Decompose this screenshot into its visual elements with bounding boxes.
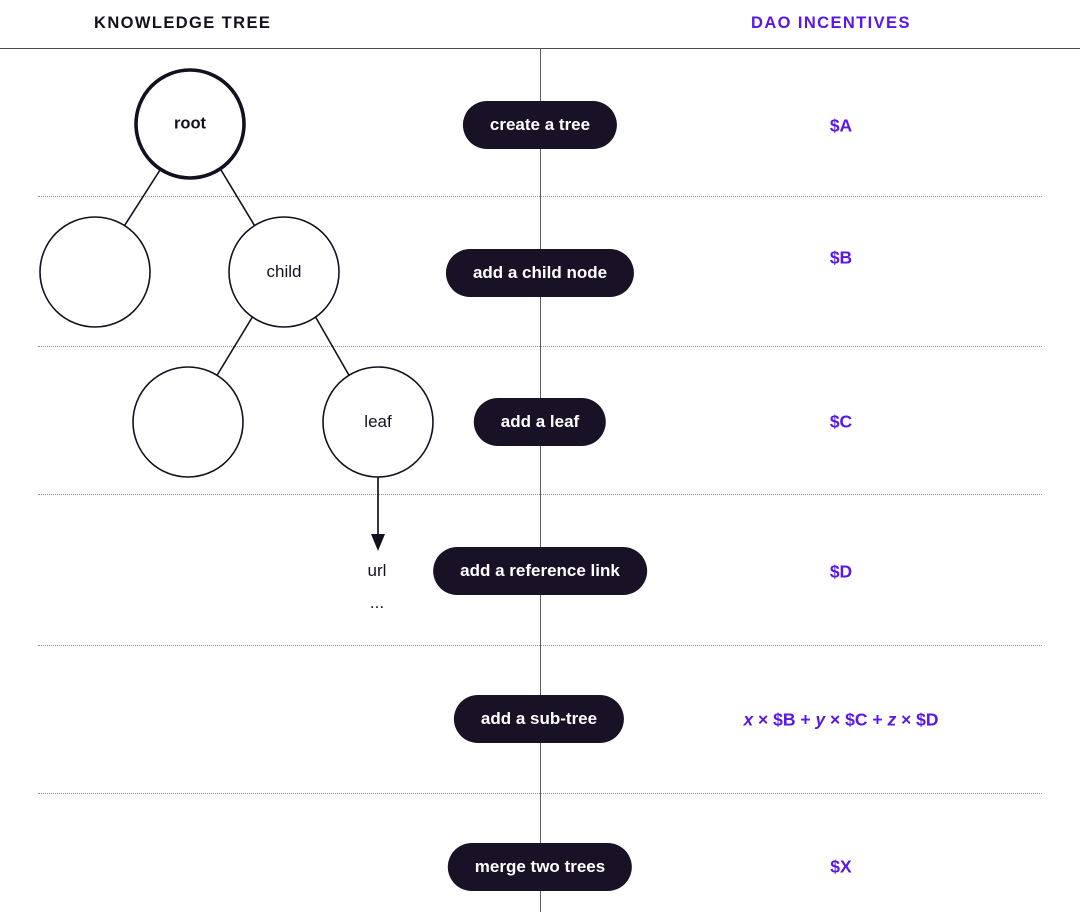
arrowhead-icon (371, 534, 385, 551)
action-pill-add-a-sub-tree[interactable]: add a sub-tree (453, 695, 625, 743)
incentive-value-add-a-leaf: $C (829, 411, 853, 432)
node-label-child: child (266, 262, 302, 281)
vertical-column-divider (540, 48, 541, 912)
row-separator-4 (38, 645, 1042, 646)
column-header-band: KNOWLEDGE TREE DAO INCENTIVES (0, 0, 1080, 48)
node-label-leaf: leaf (364, 412, 392, 431)
incentive-value-add-a-reference-link: $D (829, 561, 853, 582)
row-separator-2 (38, 346, 1042, 347)
incentive-value-merge-two-trees: $X (830, 856, 852, 877)
knowledge-tree-column-title: KNOWLEDGE TREE (94, 14, 272, 32)
action-pill-add-a-reference-link[interactable]: add a reference link (433, 547, 647, 595)
action-pill-add-a-leaf[interactable]: add a leaf (473, 398, 607, 446)
action-pill-merge-two-trees[interactable]: merge two trees (447, 843, 633, 891)
dao-incentives-column-title: DAO INCENTIVES (751, 14, 911, 32)
incentive-value-add-a-child-node: $B (829, 247, 853, 268)
edge-root-to-left-child (122, 169, 161, 229)
edge-root-to-child (220, 169, 257, 229)
action-pill-add-a-child-node[interactable]: add a child node (445, 249, 635, 297)
node-label-root: root (173, 114, 207, 133)
node-circle-empty-leaf-left (132, 366, 244, 478)
node-circle-empty-left (39, 216, 151, 328)
row-separator-3 (38, 494, 1042, 495)
incentive-formula-add-a-sub-tree: x × $B + y × $C + z × $D (743, 709, 939, 730)
reference-ellipsis-label: ... (369, 593, 385, 612)
row-separator-5 (38, 793, 1042, 794)
incentive-value-create-a-tree: $A (829, 115, 853, 136)
action-pill-create-a-tree[interactable]: create a tree (462, 101, 618, 149)
row-separator-1 (38, 196, 1042, 197)
reference-url-label: url (367, 561, 387, 580)
